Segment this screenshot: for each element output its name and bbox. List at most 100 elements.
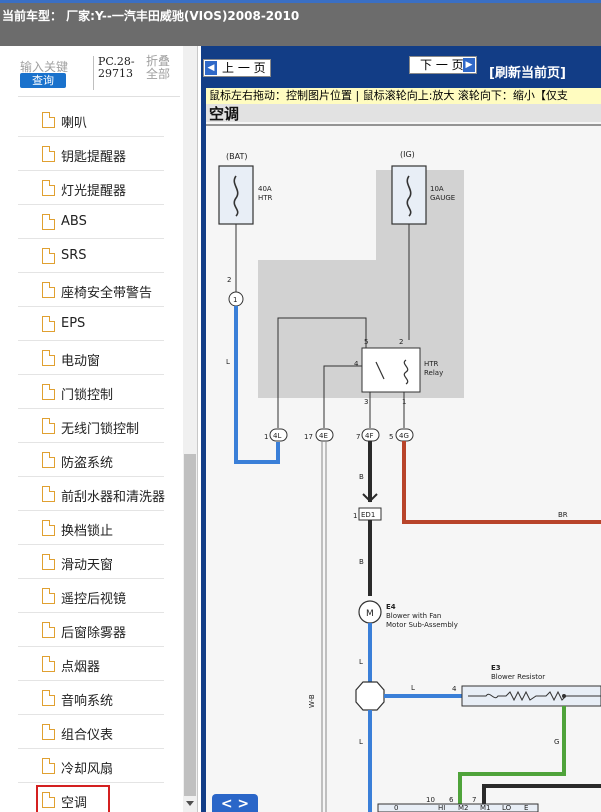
- wire-red-br: [402, 441, 601, 524]
- document-icon: [42, 214, 55, 230]
- wire-label-b-1: B: [359, 473, 364, 481]
- document-icon: [42, 248, 55, 264]
- search-panel: 输入关键 查询 PC.28-29713 折叠全部: [0, 46, 183, 98]
- pin-2-fuse: 2: [227, 276, 231, 284]
- sidebar-item-label: ABS: [61, 214, 87, 229]
- sidebar-item[interactable]: 灯光提醒器: [18, 171, 164, 205]
- switch-m2: M2: [458, 804, 469, 812]
- document-icon: [42, 588, 55, 604]
- pin-10: 10: [426, 796, 435, 804]
- relay-coil: [403, 359, 409, 385]
- document-icon: [42, 656, 55, 672]
- connector-4l: [269, 428, 288, 442]
- next-page-label: 下 一 页: [420, 58, 464, 72]
- ig-label: (IG): [400, 150, 415, 159]
- title-bar: 当前车型： 厂家:Y--一汽丰田威驰(VIOS)2008-2010: [0, 0, 601, 46]
- document-icon: [42, 758, 55, 774]
- pin-3-relay: 3: [364, 398, 368, 406]
- sidebar-item[interactable]: EPS: [18, 307, 164, 341]
- query-button[interactable]: 查询: [20, 73, 66, 88]
- connector-4f-label: 4F: [365, 432, 373, 440]
- prev-page-label: 上 一 页: [222, 61, 266, 75]
- sidebar-item[interactable]: 前刮水器和清洗器: [18, 477, 165, 511]
- sidebar-item[interactable]: 钥匙提醒器: [18, 137, 164, 171]
- wire-green-g: [458, 706, 566, 804]
- collapse-all-button[interactable]: 折叠全部: [146, 54, 171, 81]
- diagram-title-bar: [206, 104, 601, 122]
- connector-4l-label: 4L: [273, 432, 281, 440]
- wiring-diagram-image[interactable]: 空调 (BAT) 40A HTR (IG) 10A GAUGE 2 1 L 2: [206, 104, 601, 812]
- sidebar-item[interactable]: 电动窗: [18, 341, 164, 375]
- document-code: PC.28-29713: [98, 55, 135, 80]
- pin-1-4l: 1: [264, 433, 268, 441]
- sidebar-item[interactable]: 空调: [18, 783, 164, 812]
- connector-4e-label: 4E: [319, 432, 328, 440]
- sidebar-item-label: 组合仪表: [61, 728, 114, 743]
- document-icon: [42, 316, 55, 332]
- shaded-region-relay: [258, 260, 464, 398]
- next-page-button[interactable]: 下 一 页 ▶: [409, 56, 477, 74]
- sidebar-item[interactable]: SRS: [18, 239, 164, 273]
- topic-list: 喇叭钥匙提醒器灯光提醒器 ABS SRS 座椅安全带警告 EPS 电动窗门锁控制无线门锁控…: [18, 103, 165, 812]
- sidebar-item[interactable]: 后窗除雾器: [18, 613, 164, 647]
- keyword-input[interactable]: [18, 56, 78, 74]
- sidebar-item-label: 钥匙提醒器: [61, 150, 127, 165]
- scrollbar-thumb[interactable]: [184, 454, 196, 796]
- wire-label-l-low: L: [359, 738, 363, 746]
- sidebar: 输入关键 查询 PC.28-29713 折叠全部 喇叭钥匙提醒器灯光提醒器 ABS…: [0, 46, 198, 812]
- sidebar-item[interactable]: 门锁控制: [18, 375, 164, 409]
- sidebar-scrollbar[interactable]: [183, 46, 197, 812]
- scroll-down-arrow-icon[interactable]: [186, 801, 194, 806]
- switch-lo: LO: [502, 804, 512, 812]
- wire-label-l-top: L: [226, 358, 230, 366]
- fuse-htr-name: HTR: [258, 194, 273, 202]
- document-icon: [42, 520, 55, 536]
- document-icon: [42, 112, 55, 128]
- sidebar-item-label: 遥控后视镜: [61, 592, 127, 607]
- sidebar-item-label: SRS: [61, 248, 87, 263]
- relay-type: Relay: [424, 369, 443, 377]
- document-icon: [42, 384, 55, 400]
- selection-highlight: [36, 785, 110, 812]
- resistor-symbol: [468, 690, 601, 702]
- sidebar-item[interactable]: 点烟器: [18, 647, 164, 681]
- sidebar-item[interactable]: 防盗系统: [18, 443, 164, 477]
- sidebar-item[interactable]: 喇叭: [18, 103, 164, 137]
- sidebar-item-label: 灯光提醒器: [61, 184, 127, 199]
- sidebar-item[interactable]: 音响系统: [18, 681, 164, 715]
- wire-relay-4: [323, 365, 362, 428]
- sidebar-item-label: EPS: [61, 316, 86, 331]
- pin-1-ed1: 1: [353, 512, 357, 520]
- resistor-name: Blower Resistor: [491, 673, 545, 681]
- switch-block: [377, 803, 539, 812]
- connector-ed1-label: ED1: [361, 511, 375, 519]
- sidebar-item[interactable]: 滑动天窗: [18, 545, 164, 579]
- sidebar-item[interactable]: 座椅安全带警告: [18, 273, 164, 307]
- sidebar-item-label: 无线门锁控制: [61, 422, 140, 437]
- diagram-title: 空调: [209, 105, 239, 123]
- blower-code: E4: [386, 603, 396, 611]
- sidebar-item-label: 换档锁止: [61, 524, 114, 539]
- sidebar-item[interactable]: 无线门锁控制: [18, 409, 164, 443]
- fuse-htr-symbol: [233, 175, 239, 217]
- prev-page-button[interactable]: ◀ 上 一 页: [203, 59, 271, 77]
- sidebar-item[interactable]: 换档锁止: [18, 511, 164, 545]
- sidebar-item[interactable]: 冷却风扇: [18, 749, 164, 783]
- fuse-htr-rating: 40A: [258, 185, 272, 193]
- document-icon: [42, 622, 55, 638]
- sidebar-item[interactable]: 组合仪表: [18, 715, 164, 749]
- pin-5-4g: 5: [389, 433, 393, 441]
- sidebar-item-label: 音响系统: [61, 694, 114, 709]
- refresh-page-link[interactable]: [刷新当前页]: [489, 66, 566, 81]
- document-icon: [42, 690, 55, 706]
- resistor-node: [562, 694, 566, 698]
- zoom-toggle-button[interactable]: < >: [212, 794, 258, 812]
- pin-4-relay: 4: [354, 360, 359, 368]
- sidebar-item[interactable]: ABS: [18, 205, 164, 239]
- arrow-left-icon: ◀: [205, 61, 217, 75]
- htr-relay: [361, 347, 421, 393]
- wire-label-g: G: [554, 738, 559, 746]
- sidebar-item[interactable]: 遥控后视镜: [18, 579, 164, 613]
- connector-4g-label: 4G: [399, 432, 409, 440]
- wire-label-l-mid: L: [359, 658, 363, 666]
